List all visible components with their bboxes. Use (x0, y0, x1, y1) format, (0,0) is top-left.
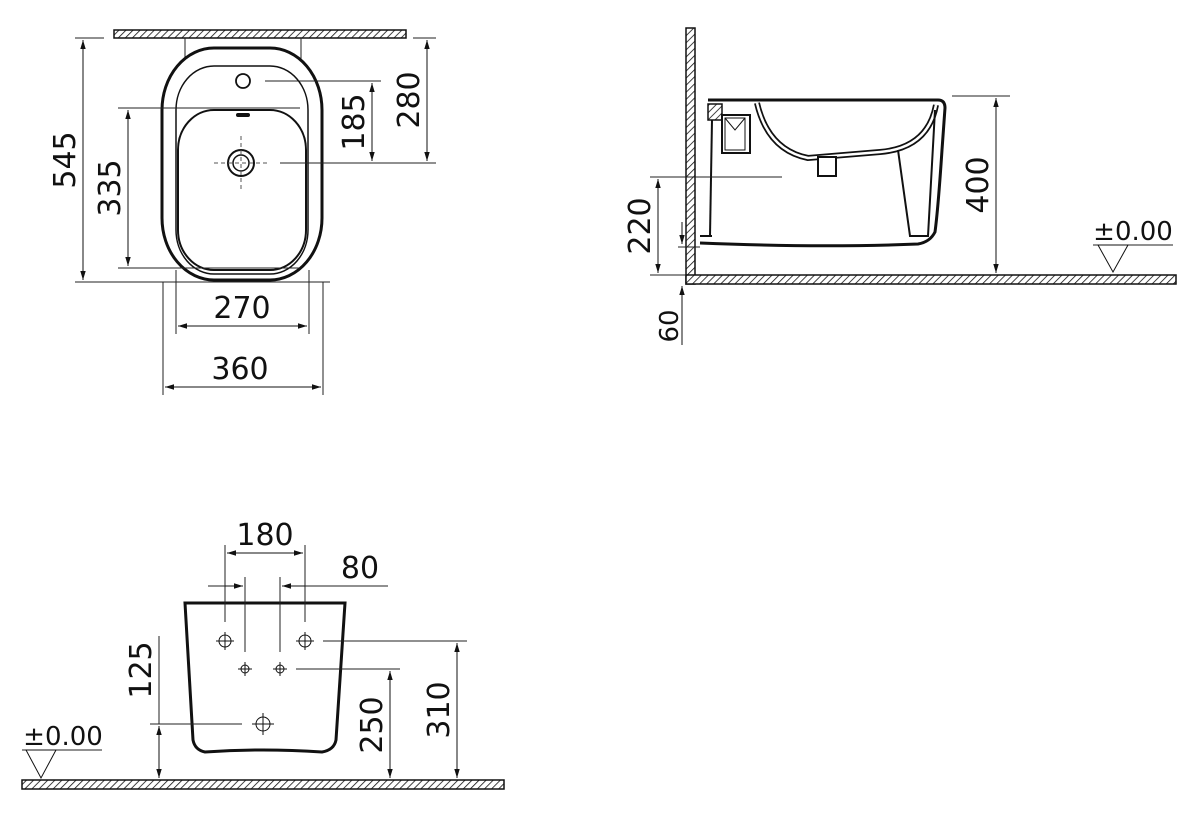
bidet-side-outline (699, 98, 947, 248)
dim-bottom-clearance: 60 (655, 309, 685, 342)
wall-section (685, 27, 696, 285)
dim-lower-fixing-height: 250 (355, 696, 390, 753)
floor-level-label: ±0.00 (1093, 217, 1173, 247)
level-triangle-icon (25, 749, 57, 780)
tap-hole-icon (235, 73, 251, 89)
dim-overall-width: 360 (211, 352, 268, 387)
back-view: 180 80 125 250 310 ±0.00 (21, 518, 505, 790)
dim-upper-fixing-height: 310 (422, 681, 457, 738)
bidet-back-outline (183, 601, 347, 754)
dim-waste-height: 125 (124, 641, 159, 698)
level-triangle-icon (1097, 244, 1129, 274)
top-view: 545 335 185 280 270 360 (48, 29, 436, 395)
dim-fixing-spacing: 180 (236, 518, 293, 553)
dim-inlet-height: 220 (623, 197, 658, 254)
dim-height: 400 (961, 156, 996, 213)
floor-level-label: ±0.00 (23, 722, 103, 752)
dim-tap-to-drain: 185 (337, 93, 372, 150)
floor-section (21, 779, 505, 790)
wall-section (113, 29, 407, 39)
dim-overall-depth: 545 (48, 131, 83, 188)
bidet-outline (160, 46, 324, 282)
dim-bowl-depth: 335 (93, 159, 128, 216)
floor-section (685, 274, 1177, 285)
dim-fixing-offset: 80 (341, 551, 379, 586)
bowl-outline (177, 109, 307, 271)
side-view: 400 220 60 ±0.00 (623, 27, 1177, 345)
dim-bowl-width: 270 (213, 291, 270, 326)
dim-wall-to-drain: 280 (392, 71, 427, 128)
